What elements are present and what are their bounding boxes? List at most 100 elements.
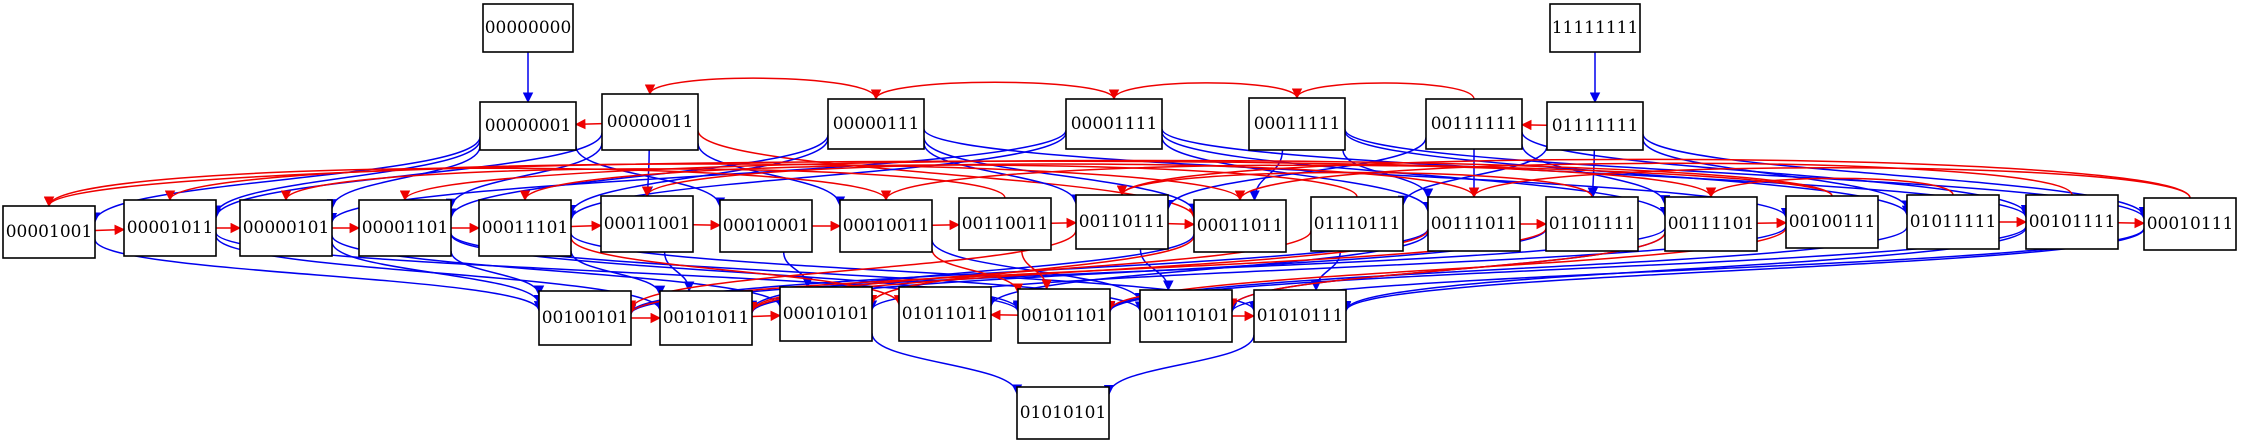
node-00100101: 00100101: [538, 290, 632, 346]
node-00100111: 00100111: [1785, 195, 1879, 249]
edge-00011001-to-00101011: [663, 251, 695, 293]
edge-00010111-to-00111011: [1468, 167, 2191, 199]
node-box: [1427, 196, 1521, 252]
edge-00011101-to-00011001: [570, 220, 603, 232]
node-00110011: 00110011: [958, 197, 1052, 251]
node-label: 00011011: [1197, 216, 1284, 236]
node-00101101: 00101101: [1017, 288, 1111, 344]
edge-00001001-to-00001011: [94, 224, 126, 236]
node-label: 00001111: [1071, 114, 1158, 134]
node-label: 00000001: [485, 116, 572, 136]
node-label: 00110011: [962, 214, 1049, 234]
node-label: 01101111: [1549, 214, 1636, 234]
node-00010111: 00010111: [2143, 197, 2237, 251]
edge-00100111-to-00001001: [44, 160, 1833, 208]
node-label: 00100101: [542, 308, 629, 328]
edge-01111111-to-01011111: [1642, 138, 1913, 211]
node-00001101: 00001101: [358, 199, 452, 257]
node-00011011: 00011011: [1193, 199, 1287, 253]
node-01101111: 01101111: [1545, 196, 1639, 252]
node-label: 01010111: [1257, 306, 1344, 326]
node-label: 00010101: [783, 304, 870, 324]
edge-00010111-to-00110111: [1116, 158, 2191, 199]
node-box: [958, 197, 1052, 251]
edge-00011111-to-00011011: [1249, 149, 1284, 202]
node-box: [1139, 289, 1233, 343]
node-label: 00010011: [843, 216, 930, 236]
node-01011111: 01011111: [1906, 194, 2000, 250]
node-box: [239, 199, 333, 257]
node-00011001: 00011001: [600, 195, 694, 253]
node-00101011: 00101011: [659, 290, 753, 346]
node-00111111: 00111111: [1425, 98, 1523, 150]
edge-01010111-to-01010101: [1103, 334, 1255, 396]
edge-00010001-to-00010101: [782, 251, 813, 289]
node-01110111: 01110111: [1310, 196, 1404, 252]
node-box: [839, 199, 933, 253]
edge-00010101-to-01010101: [871, 333, 1023, 395]
node-box: [779, 286, 873, 342]
node-box: [600, 195, 694, 253]
edge-00000111-to-00001101: [445, 134, 829, 219]
node-00010001: 00010001: [719, 199, 813, 253]
node-box: [898, 286, 992, 342]
node-box: [1017, 288, 1111, 344]
edge-01110111-to-01010111: [1310, 250, 1342, 292]
node-box: [1545, 196, 1639, 252]
edge-00000111-to-00011011: [923, 137, 1200, 215]
edge-00111101-to-00010011: [880, 164, 1712, 202]
node-box: [479, 101, 577, 151]
edge-00000001-to-00001011: [210, 139, 481, 216]
node-label: 01110111: [1314, 214, 1401, 234]
edge-00110111-to-00100101: [625, 229, 1077, 311]
node-box: [719, 199, 813, 253]
edge-00101111-to-00011011: [1234, 162, 2073, 202]
node-label: 00010111: [2147, 214, 2234, 234]
node-label: 00001011: [127, 218, 214, 238]
edge-00001001-to-00100101: [94, 239, 545, 312]
node-box: [659, 290, 753, 346]
node-label: 00011001: [604, 214, 691, 234]
node-01010111: 01010111: [1253, 289, 1347, 343]
node-label: 00101011: [663, 308, 750, 328]
edge-00011011-to-00010101: [866, 235, 1195, 306]
edge-00001101-to-00100101: [450, 250, 545, 297]
node-label: 01010101: [1020, 403, 1107, 423]
node-label: 00111101: [1668, 214, 1755, 234]
node-00111101: 00111101: [1664, 196, 1758, 252]
edge-01101111-to-00110111: [1116, 171, 1593, 198]
edge-01011111-to-00111101: [1705, 177, 1954, 199]
edge-00011101-to-00101011: [570, 250, 666, 297]
node-box: [1664, 196, 1758, 252]
edge-00000001-to-00000101: [326, 146, 481, 210]
node-00001001: 00001001: [2, 205, 96, 259]
node-box: [1248, 97, 1346, 151]
edge-00000111-to-00110111: [923, 142, 1082, 205]
edge-00000101-to-00010101: [331, 235, 786, 308]
node-label: 00100111: [1789, 212, 1876, 232]
node-label: 01111111: [1552, 116, 1639, 136]
node-label: 00011101: [482, 218, 569, 238]
edge-00001111-to-00011101: [565, 132, 1067, 221]
node-label: 00011111: [1254, 114, 1341, 134]
node-box: [1906, 194, 2000, 250]
edge-00000011-to-00001101: [445, 142, 603, 210]
node-00110111: 00110111: [1075, 194, 1169, 250]
edge-00100111-to-00001101: [400, 159, 1833, 202]
node-box: [827, 98, 925, 150]
node-label: 00000101: [243, 218, 330, 238]
node-label: 00111011: [1431, 214, 1518, 234]
node-00000001: 00000001: [479, 101, 577, 151]
node-box: [478, 199, 572, 257]
edge-00011111-to-00111011: [1342, 149, 1434, 200]
node-00110101: 00110101: [1139, 289, 1233, 343]
node-box: [358, 199, 452, 257]
edge-00011111-to-00001111: [1108, 82, 1298, 101]
node-box: [1065, 98, 1163, 150]
edge-00110011-to-00000101: [280, 168, 1006, 202]
node-box: [1253, 289, 1347, 343]
node-box: [1075, 194, 1169, 250]
node-01010101: 01010101: [1016, 386, 1110, 440]
edge-00001111-to-00000111: [870, 81, 1115, 101]
